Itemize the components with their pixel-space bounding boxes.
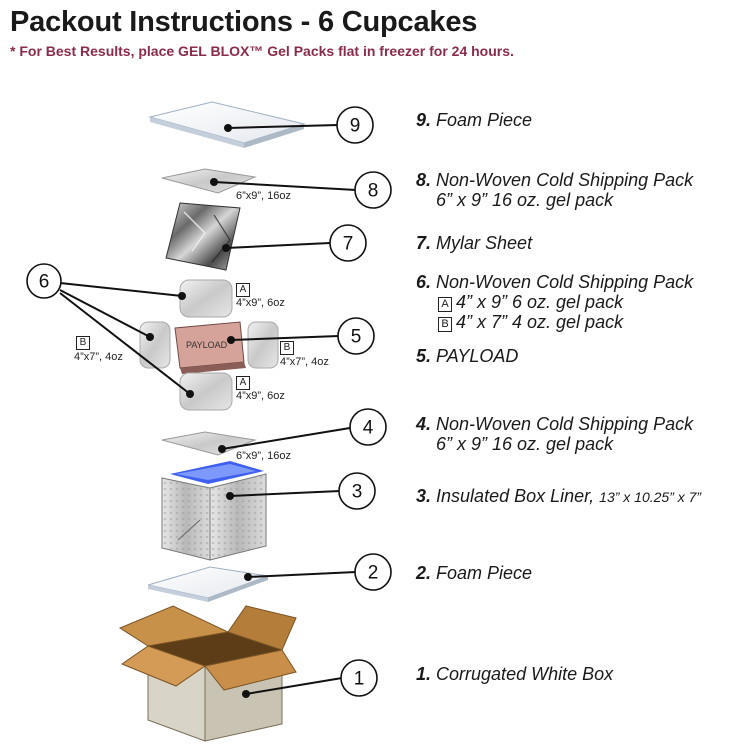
step-3-dimensions: 13” x 10.25” x 7”	[599, 489, 702, 505]
step-4-number: 4.	[416, 414, 432, 434]
callout-6-number: 6	[39, 272, 50, 293]
callout-1-number: 1	[354, 669, 365, 690]
callout-4: 4	[349, 408, 387, 446]
step-4-detail: 6” x 9” 16 oz. gel pack	[436, 434, 614, 454]
step-5: 5. PAYLOAD	[416, 346, 518, 366]
step-6-option-a-text: 4” x 9” 6 oz. gel pack	[456, 292, 624, 312]
step-1: 1. Corrugated White Box	[416, 664, 613, 684]
gel-pack-8-size: 6”x9”, 16oz	[236, 190, 292, 202]
payload-box: PAYLOAD	[174, 321, 246, 374]
step-7-number: 7.	[416, 233, 432, 253]
gel-pack-a-bottom-size: 4”x9”, 6oz	[236, 390, 285, 402]
step-9: 9. Foam Piece	[416, 110, 532, 130]
gel-pack-8	[161, 168, 257, 194]
step-6-number: 6.	[416, 272, 432, 292]
gel-pack-a-bottom	[179, 372, 233, 411]
callout-5: 5	[337, 317, 375, 355]
step-6-letter-a: A	[438, 297, 452, 312]
callout-3: 3	[338, 472, 376, 510]
foam-piece-bottom	[147, 566, 270, 602]
step-5-number: 5.	[416, 346, 432, 366]
step-6-text: Non-Woven Cold Shipping Pack	[436, 272, 694, 292]
step-8-text: Non-Woven Cold Shipping Pack	[436, 170, 694, 190]
gel-pack-4-size: 6”x9”, 16oz	[236, 450, 292, 462]
step-3: 3. Insulated Box Liner, 13” x 10.25” x 7…	[416, 486, 701, 507]
step-6-option-b: B 4” x 7” 4 oz. gel pack	[416, 312, 693, 332]
gel-pack-b-left	[139, 321, 171, 369]
gel-pack-b-left-letter: B	[76, 336, 90, 350]
gel-pack-b-right-size: 4”x7”, 4oz	[280, 356, 329, 368]
step-5-text: PAYLOAD	[436, 346, 519, 366]
callout-8-number: 8	[368, 181, 379, 202]
callout-2: 2	[354, 553, 392, 591]
step-8-detail: 6” x 9” 16 oz. gel pack	[436, 190, 614, 210]
leader-dots	[146, 124, 252, 698]
callout-6: 6	[26, 263, 62, 299]
step-7-text: Mylar Sheet	[436, 233, 533, 253]
leader-lines	[59, 124, 357, 695]
callout-1: 1	[340, 659, 378, 697]
step-2-text: Foam Piece	[436, 563, 533, 583]
step-1-number: 1.	[416, 664, 432, 684]
mylar-sheet	[165, 202, 241, 271]
step-3-text: Insulated Box Liner,	[436, 486, 595, 506]
page-title: Packout Instructions - 6 Cupcakes	[10, 6, 478, 38]
step-6: 6. Non-Woven Cold Shipping Pack A 4” x 9”…	[416, 272, 693, 332]
callout-9-number: 9	[350, 116, 361, 137]
callout-2-number: 2	[368, 563, 379, 584]
gel-pack-a-top-letter: A	[236, 283, 250, 297]
freezer-note: * For Best Results, place GEL BLOX™ Gel …	[10, 43, 514, 59]
step-8: 8. Non-Woven Cold Shipping Pack 6” x 9” …	[416, 170, 693, 210]
callout-4-number: 4	[363, 418, 374, 439]
step-6-letter-b: B	[438, 317, 452, 332]
callout-7: 7	[329, 224, 367, 262]
step-3-number: 3.	[416, 486, 432, 506]
step-9-number: 9.	[416, 110, 432, 130]
step-1-text: Corrugated White Box	[436, 664, 614, 684]
step-6-option-b-text: 4” x 7” 4 oz. gel pack	[456, 312, 624, 332]
gel-pack-b-left-size: 4”x7”, 4oz	[74, 351, 123, 363]
callout-9: 9	[336, 106, 374, 144]
gel-pack-b-right	[247, 321, 279, 369]
gel-pack-a-bottom-letter: A	[236, 376, 250, 390]
step-2: 2. Foam Piece	[416, 563, 532, 583]
gel-pack-a-top	[179, 279, 233, 318]
step-6-option-a: A 4” x 9” 6 oz. gel pack	[416, 292, 693, 312]
callout-3-number: 3	[352, 482, 363, 503]
step-7: 7. Mylar Sheet	[416, 233, 532, 253]
callout-5-number: 5	[351, 327, 362, 348]
insulated-box-liner	[161, 461, 267, 561]
step-2-number: 2.	[416, 563, 432, 583]
corrugated-box	[118, 605, 297, 742]
gel-pack-b-right-letter: B	[280, 341, 294, 355]
gel-pack-a-top-size: 4”x9”, 6oz	[236, 297, 285, 309]
foam-piece-top	[148, 101, 306, 148]
gel-pack-4	[161, 431, 257, 456]
step-4: 4. Non-Woven Cold Shipping Pack 6” x 9” …	[416, 414, 693, 454]
step-8-number: 8.	[416, 170, 432, 190]
callout-8: 8	[354, 171, 392, 209]
callout-7-number: 7	[343, 234, 354, 255]
payload-box-label: PAYLOAD	[186, 340, 228, 350]
step-9-text: Foam Piece	[436, 110, 533, 130]
step-4-text: Non-Woven Cold Shipping Pack	[436, 414, 694, 434]
